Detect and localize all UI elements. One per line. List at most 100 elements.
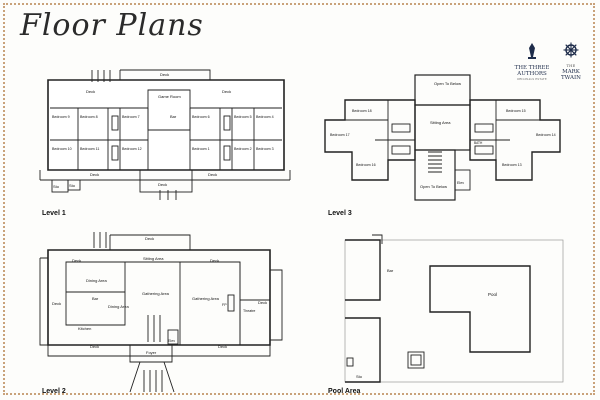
right-deck-outline (270, 269, 283, 341)
gathering-area-2-label: Gathering Area (192, 296, 220, 301)
pool-label: Pool (488, 292, 497, 297)
sto-right-box (67, 179, 81, 191)
dining-kitchen-box (65, 261, 126, 326)
bar-building-outline (345, 239, 381, 301)
elev-box-level2 (167, 329, 179, 345)
stair-top-level2 (93, 232, 107, 248)
open-to-below-top-label: Open To Below (434, 81, 461, 86)
deck-left-level2-label: Deck (52, 301, 61, 306)
level-2-label: Level 2 (42, 388, 66, 395)
open-to-below-bottom-box (414, 149, 456, 201)
sitting-area-level3-label: Sitting Area (430, 120, 451, 125)
deck-left-label: Deck (86, 89, 95, 94)
dining-area-1-label: Dining Area (86, 278, 107, 283)
pool-outline (429, 265, 531, 353)
bedroom-18-label: Bedroom 18 (352, 109, 372, 113)
level-3-plan: Open To Below Sitting Area Open To Below… (324, 74, 561, 201)
bar-level1-label: Bar (170, 114, 177, 119)
bedroom-6-label: Bedroom 6 (192, 115, 210, 119)
mark-twain-logo: THE MARK TWAIN (556, 42, 586, 81)
entry-deck-box (139, 169, 193, 193)
three-authors-tagline: ORIGINALS ESTATE (517, 78, 547, 81)
bedroom-4-label: Bedroom 4 (256, 115, 274, 119)
bar-pool-label: Bar (387, 268, 394, 273)
game-room-box (147, 89, 191, 131)
level-1-label: Level 1 (42, 210, 66, 217)
quill-icon (528, 43, 536, 59)
sto-left-label: Sto (53, 184, 60, 189)
bedroom-12-label: Bedroom 12 (122, 147, 142, 151)
bath-label: BATH (474, 141, 483, 145)
restroom-fixture (346, 357, 354, 367)
three-authors-line1: THE THREE (514, 65, 550, 71)
elev-level2-label: Elev (168, 339, 175, 343)
deck-top-level2-label: Deck (145, 236, 154, 241)
foyer-label: Foyer (146, 350, 157, 355)
theatre-label: Theatre (243, 309, 255, 313)
deck-bottom-left-label: Deck (90, 172, 99, 177)
deck-bottom-right-label: Deck (208, 172, 217, 177)
gathering-left-box (125, 261, 181, 345)
sto-right-label: Sto (69, 183, 76, 188)
dotted-border (3, 3, 595, 395)
dining-area-2-label: Dining Area (108, 304, 129, 309)
bedroom-5-label: Bedroom 5 (234, 115, 252, 119)
bedroom-16-label: Bedroom 16 (356, 163, 376, 167)
deck-right-label: Deck (222, 89, 231, 94)
bedroom-11-label: Bedroom 11 (80, 147, 99, 151)
deck-top-label: Deck (160, 72, 169, 77)
open-to-below-bottom-label: Open To Below (420, 184, 447, 189)
gathering-right-box (180, 261, 241, 345)
level-2-plan: Deck Sitting Area Deck Deck Dining Area … (39, 232, 283, 393)
page-title: Floor Plans (20, 8, 204, 43)
bedroom-17-label: Bedroom 17 (330, 133, 350, 137)
ship-wheel-icon (563, 42, 579, 58)
lower-building-outline (345, 317, 381, 383)
deck-right-top-label: Deck (210, 258, 219, 263)
bedroom-1-label: Bedroom 1 (192, 147, 210, 151)
entry-steps (143, 370, 163, 392)
level-1-plan: Deck Deck Deck Game Room Bar Deck Deck D… (39, 69, 291, 200)
pool-deck-outline (344, 239, 564, 383)
deck-entry-label: Deck (158, 182, 167, 187)
bath-fixture-right (223, 115, 231, 131)
bar-entry (372, 234, 383, 244)
pool-area-plan: Bar Pool Sto (344, 234, 564, 383)
stair-level3 (428, 151, 442, 173)
three-authors-line2: AUTHORS (517, 71, 547, 77)
level-3-label: Level 3 (328, 210, 352, 217)
fireplace-box (227, 294, 235, 312)
twain-line2: MARK (562, 69, 580, 75)
top-deck-outline (120, 69, 211, 80)
sitting-area-box (414, 104, 471, 151)
hot-tub (407, 351, 425, 369)
pool-area-label: Pool Area (328, 388, 361, 395)
bath-right-level3 (474, 123, 494, 133)
bedroom-10-label: Bedroom 10 (52, 147, 72, 151)
elev-box-level3 (454, 169, 471, 191)
bottom-deck-level2 (47, 345, 271, 357)
bedroom-7-label: Bedroom 7 (122, 115, 140, 119)
elev-level3-label: Elev (457, 181, 464, 185)
deck-bottom-left-level2-label: Deck (90, 344, 99, 349)
open-to-below-top-box (414, 74, 471, 106)
bath-fixture-left (111, 115, 119, 131)
bar-level2-label: Bar (92, 296, 99, 301)
deck-right-level2-label: Deck (258, 300, 267, 305)
sto-pool-label: Sto (356, 374, 363, 379)
stair-level2 (147, 315, 161, 342)
bedroom-15-label: Bedroom 15 (506, 109, 526, 113)
stair-top-left (91, 70, 111, 82)
foyer-box (129, 345, 173, 363)
kitchen-label: Kitchen (78, 326, 91, 331)
stair-bottom (159, 190, 177, 200)
deck-bottom-right-level2-label: Deck (218, 344, 227, 349)
sitting-area-level2-label: Sitting Area (143, 256, 164, 261)
gathering-area-1-label: Gathering Area (142, 291, 170, 296)
fp-label: FP (222, 303, 227, 307)
bedroom-13-label: Bedroom 13 (502, 163, 522, 167)
deck-left-top-label: Deck (72, 258, 81, 263)
bedroom-14-label: Bedroom 14 (536, 133, 556, 137)
